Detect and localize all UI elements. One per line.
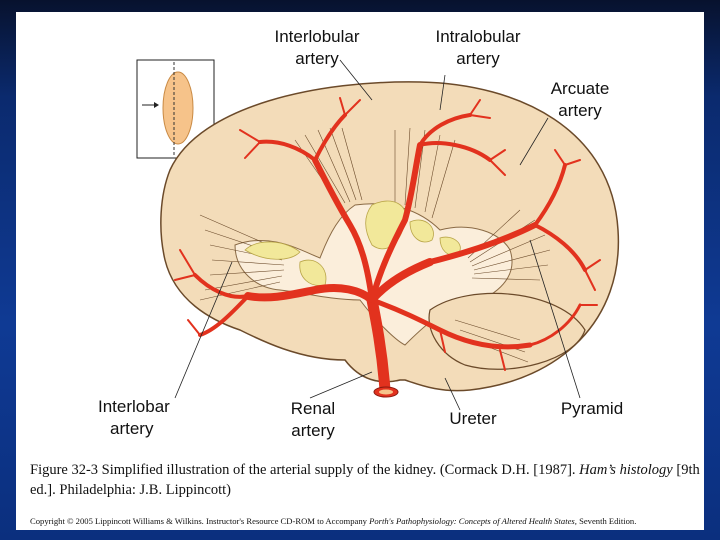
label-intralobular-line2: artery bbox=[456, 49, 500, 68]
label-renal-line2: artery bbox=[291, 421, 335, 440]
orientation-inset bbox=[136, 59, 215, 159]
arterial-tree bbox=[174, 97, 601, 396]
label-interlobular-line1: Interlobular bbox=[274, 27, 360, 46]
copyright-part2: Seventh Edition. bbox=[576, 516, 637, 526]
label-interlobar-line2: artery bbox=[110, 419, 154, 438]
label-arcuate-line2: artery bbox=[558, 101, 602, 120]
caption-text-part1: Figure 32-3 Simplified illustration of t… bbox=[30, 462, 580, 478]
label-arcuate-line1: Arcuate bbox=[550, 79, 610, 98]
figure-caption: Figure 32-3 Simplified illustration of t… bbox=[30, 460, 702, 500]
copyright-part1: Copyright © 2005 Lippincott Williams & W… bbox=[30, 516, 370, 526]
label-renal-line1: Renal bbox=[290, 399, 336, 418]
caption-book-title: Ham’s histology bbox=[579, 462, 673, 478]
label-renal-artery: Renal artery bbox=[278, 398, 348, 442]
renal-artery-stump bbox=[373, 386, 399, 398]
label-interlobular-artery: Interlobular artery bbox=[262, 26, 372, 70]
label-interlobar-artery: Interlobar artery bbox=[98, 396, 196, 440]
label-intralobular-artery: Intralobular artery bbox=[423, 26, 533, 70]
label-pyramid: Pyramid bbox=[560, 399, 624, 418]
caption-text-part2: [9th ed.]. Philadelphia: J.B. Lippincott… bbox=[30, 462, 700, 498]
label-ureter: Ureter bbox=[449, 409, 497, 428]
copyright-book-title: Porth's Pathophysiology: Concepts of Alt… bbox=[369, 516, 577, 526]
copyright-notice: Copyright © 2005 Lippincott Williams & W… bbox=[30, 516, 702, 526]
label-interlobar-line1: Interlobar bbox=[98, 397, 170, 416]
leader-lines bbox=[174, 59, 581, 411]
label-intralobular-line1: Intralobular bbox=[435, 27, 521, 46]
label-arcuate-artery: Arcuate artery bbox=[540, 78, 620, 122]
label-interlobular-line2: artery bbox=[295, 49, 339, 68]
